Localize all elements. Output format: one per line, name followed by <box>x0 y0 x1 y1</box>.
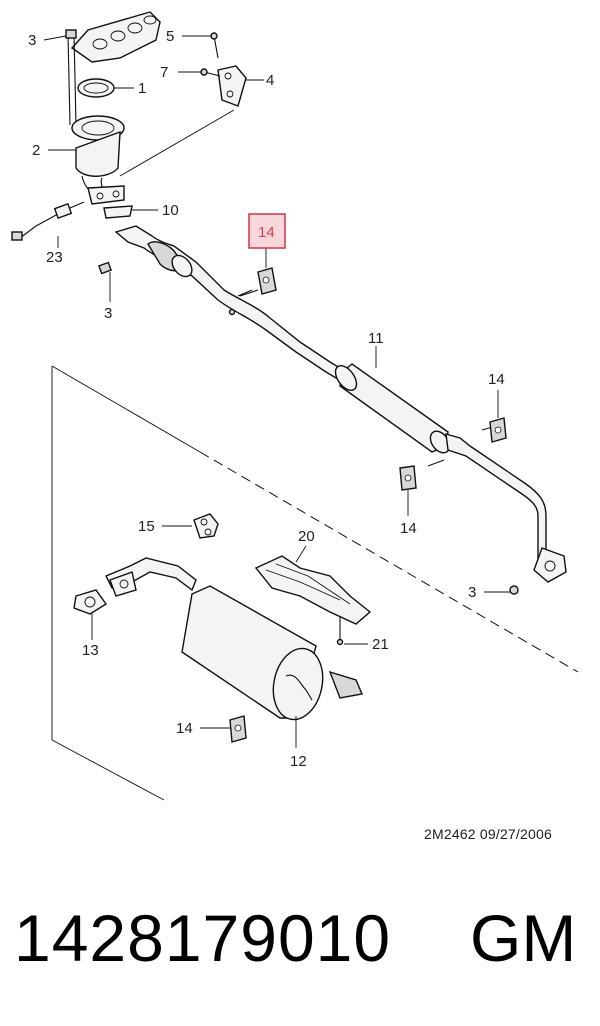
rubber-hanger <box>239 267 277 297</box>
front-exhaust-pipe <box>114 225 341 380</box>
manifold-gasket <box>77 78 115 98</box>
callout-7: 7 <box>160 64 168 81</box>
callout-11: 11 <box>368 330 384 347</box>
assembly-outline <box>51 365 579 801</box>
heat-shield-bracket <box>119 32 247 177</box>
callout-14: 14 <box>400 520 417 537</box>
callout-13: 13 <box>82 642 99 659</box>
callout-1: 1 <box>138 80 146 97</box>
catalytic-converter <box>71 115 125 197</box>
callout-5: 5 <box>166 28 174 45</box>
callout-14-highlighted: 14 <box>258 224 275 241</box>
exhaust-manifold <box>70 11 161 63</box>
flange-nut <box>98 261 112 275</box>
rubber-hanger <box>229 715 247 743</box>
callout-3: 3 <box>468 584 476 601</box>
callout-2: 2 <box>32 142 40 159</box>
rubber-hanger <box>489 417 507 443</box>
leader-lines <box>43 35 510 748</box>
callout-15: 15 <box>138 518 155 535</box>
callout-3: 3 <box>28 32 36 49</box>
drawing-code: 2M2462 09/27/2006 <box>424 826 552 842</box>
rear-muffler <box>181 585 363 721</box>
front-pipe-flange <box>87 185 133 219</box>
callout-3: 3 <box>104 305 112 322</box>
callout-20: 20 <box>298 528 315 545</box>
tail-pipe <box>73 557 197 615</box>
callout-21: 21 <box>372 636 389 653</box>
callout-4: 4 <box>266 72 274 89</box>
highlight-callout-box <box>248 213 286 249</box>
intermediate-pipe <box>427 425 567 595</box>
oxygen-sensor <box>11 201 85 241</box>
rear-heat-shield <box>254 555 372 646</box>
hanger-bracket <box>193 513 219 539</box>
stud-bolt <box>65 29 77 126</box>
center-muffler <box>334 363 451 454</box>
callout-14: 14 <box>176 720 193 737</box>
callout-12: 12 <box>290 753 307 770</box>
callout-labels: 3 5 1 7 4 2 10 23 3 14 11 14 14 3 15 20 … <box>28 28 505 770</box>
rubber-hanger <box>399 465 417 491</box>
callout-14: 14 <box>488 371 505 388</box>
part-number: 1428179010 <box>14 901 392 975</box>
callout-23: 23 <box>46 249 63 266</box>
callout-10: 10 <box>162 202 179 219</box>
brand-name: GM <box>470 901 577 975</box>
